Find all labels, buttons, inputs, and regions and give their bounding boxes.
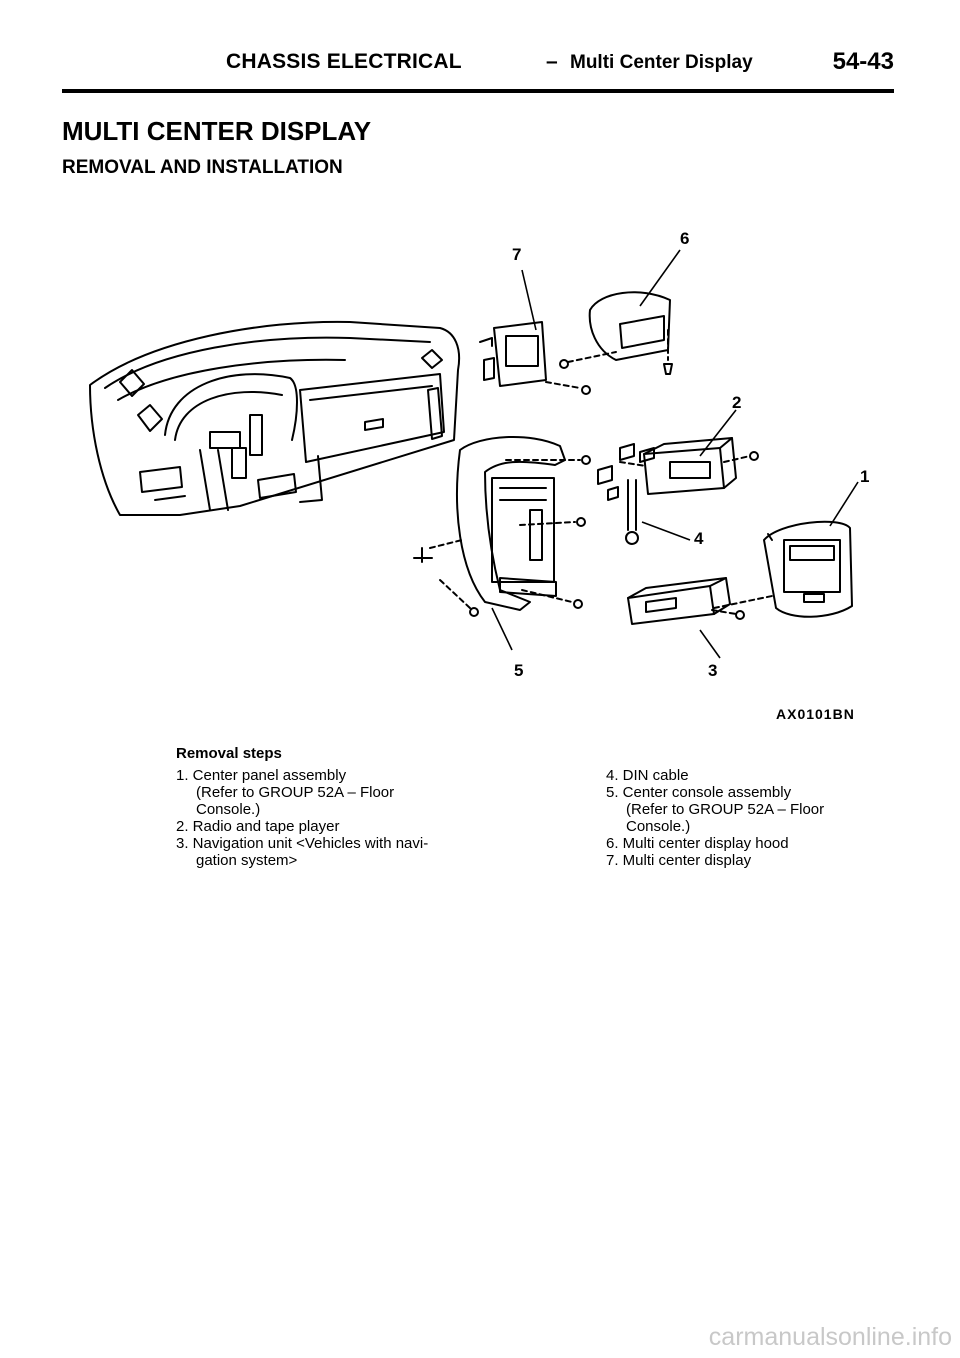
callout-6: 6	[680, 229, 689, 248]
watermark: carmanualsonline.info	[708, 1323, 952, 1351]
callout-3: 3	[708, 661, 717, 680]
step-line: (Refer to GROUP 52A – Floor	[196, 784, 395, 801]
leader-line-4	[641, 521, 691, 541]
page-title: MULTI CENTER DISPLAY	[62, 116, 372, 146]
page-subtitle: REMOVAL AND INSTALLATION	[62, 157, 343, 178]
figure-code: AX0101BN	[776, 706, 855, 722]
leader-line-2	[699, 409, 737, 457]
step-line: (Refer to GROUP 52A – Floor	[626, 801, 825, 818]
callout-7: 7	[512, 245, 521, 264]
removal-steps-right-column: 4. DIN cable 5. Center console assembly …	[606, 767, 906, 869]
leader-line-1	[829, 481, 859, 527]
step-line: 4. DIN cable	[606, 767, 689, 784]
step-line: Console.)	[626, 818, 691, 835]
callout-4: 4	[694, 529, 704, 548]
leader-line-3	[699, 629, 721, 659]
step-line: 2. Radio and tape player	[176, 818, 340, 835]
exploded-view-illustration: 7 6 2 1 4 3 5	[89, 229, 869, 680]
leader-line-5	[491, 607, 513, 651]
step-line: 1. Center panel assembly	[176, 767, 347, 784]
callout-2: 2	[732, 393, 741, 412]
leader-line-7	[521, 269, 537, 331]
step-line: 3. Navigation unit <Vehicles with navi-	[176, 835, 429, 852]
chapter-title: CHASSIS ELECTRICAL	[226, 50, 462, 73]
callout-5: 5	[514, 661, 523, 680]
removal-steps-left-column: 1. Center panel assembly (Refer to GROUP…	[176, 767, 476, 869]
exploded-view-figure: 7 6 2 1 4 3 5	[60, 210, 900, 730]
page-number: 54-43	[832, 48, 894, 75]
step-line: gation system>	[196, 852, 298, 869]
section-title: Multi Center Display	[570, 52, 753, 73]
step-line: Console.)	[196, 801, 261, 818]
step-line: 7. Multi center display	[606, 852, 752, 869]
callout-1: 1	[860, 467, 869, 486]
page-header: CHASSIS ELECTRICAL – Multi Center Displa…	[62, 40, 894, 93]
header-dash: –	[546, 50, 558, 73]
leader-line-6	[639, 249, 681, 307]
step-line: 6. Multi center display hood	[606, 835, 789, 852]
header-rule	[62, 89, 894, 93]
step-line: 5. Center console assembly	[606, 784, 792, 801]
removal-steps-title: Removal steps	[176, 745, 282, 762]
